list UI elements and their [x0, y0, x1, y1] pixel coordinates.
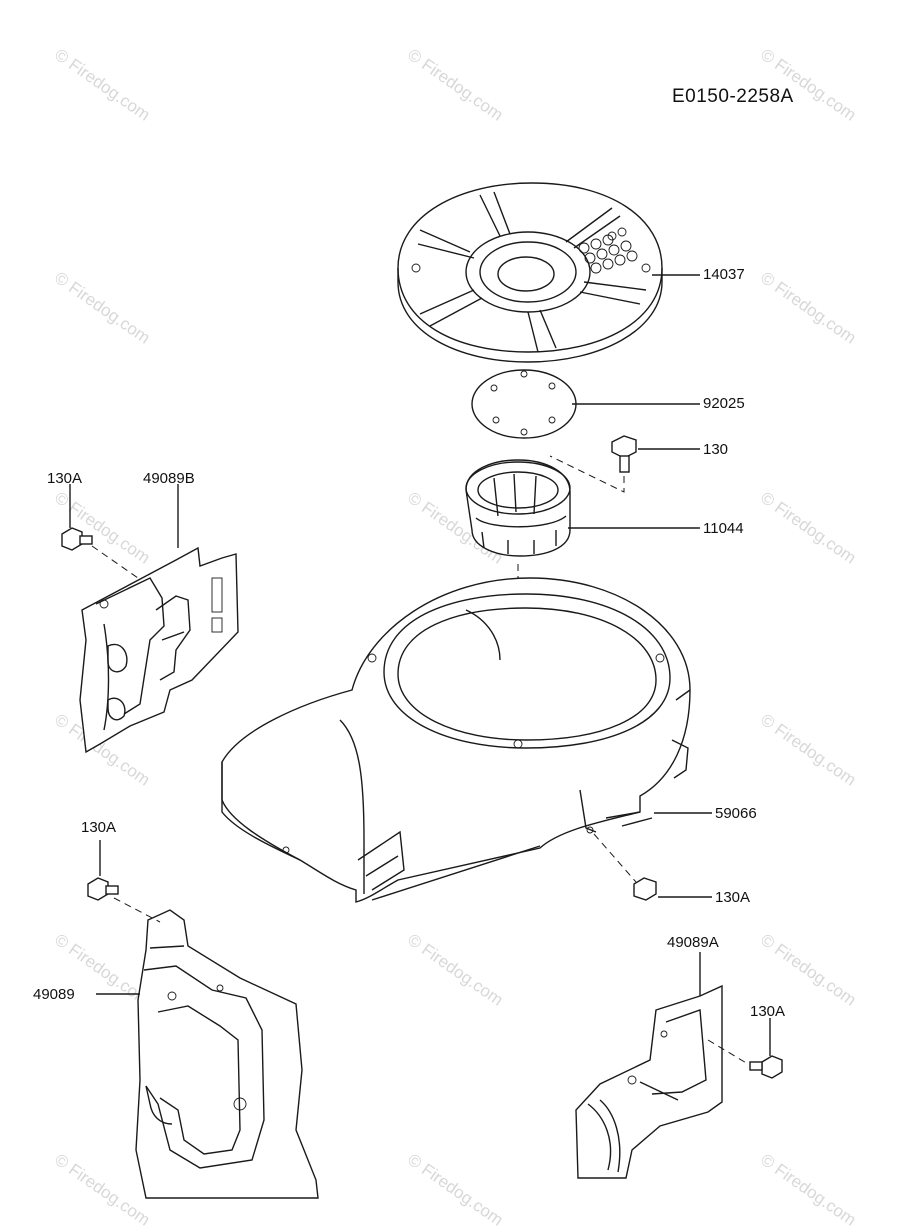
- shroud-drawing: [221, 577, 712, 903]
- callout-59066[interactable]: 59066: [715, 805, 757, 822]
- fan-drawing: [465, 459, 700, 557]
- callout-130[interactable]: 130: [703, 441, 729, 458]
- callout-92025[interactable]: 92025: [703, 395, 745, 412]
- diagram-id: E0150-2258A: [672, 86, 794, 107]
- plate-right-lower-drawing: [575, 952, 749, 1179]
- callout-49089b[interactable]: 49089B: [143, 470, 195, 487]
- callout-11044[interactable]: 11044: [703, 520, 744, 537]
- callout-14037[interactable]: 14037: [703, 266, 745, 283]
- callout-130a-left-upper[interactable]: 130A: [47, 470, 83, 487]
- bolt-left-upper-drawing: [61, 484, 93, 551]
- parts-diagram: © Firedog.com © Firedog.com © Firedog.co…: [33, 45, 860, 1230]
- callout-130a-shroud[interactable]: 130A: [715, 889, 751, 906]
- callout-130a-left-lower[interactable]: 130A: [81, 819, 117, 836]
- callout-49089[interactable]: 49089: [33, 986, 75, 1003]
- plate-left-lower-drawing: [96, 897, 319, 1199]
- callout-49089a[interactable]: 49089A: [667, 934, 719, 951]
- fan-housing-cover-drawing: [397, 182, 700, 363]
- bolt-right-lower-drawing: [749, 1018, 783, 1079]
- bolt-top-drawing: [549, 435, 700, 493]
- screen-drawing: [471, 369, 700, 439]
- plate-left-upper-drawing: [79, 484, 239, 754]
- diagram-drawing: [61, 182, 783, 1199]
- bolt-left-lower-drawing: [87, 840, 119, 901]
- bolt-shroud-drawing: [593, 833, 712, 901]
- callout-130a-right-lower[interactable]: 130A: [750, 1003, 786, 1020]
